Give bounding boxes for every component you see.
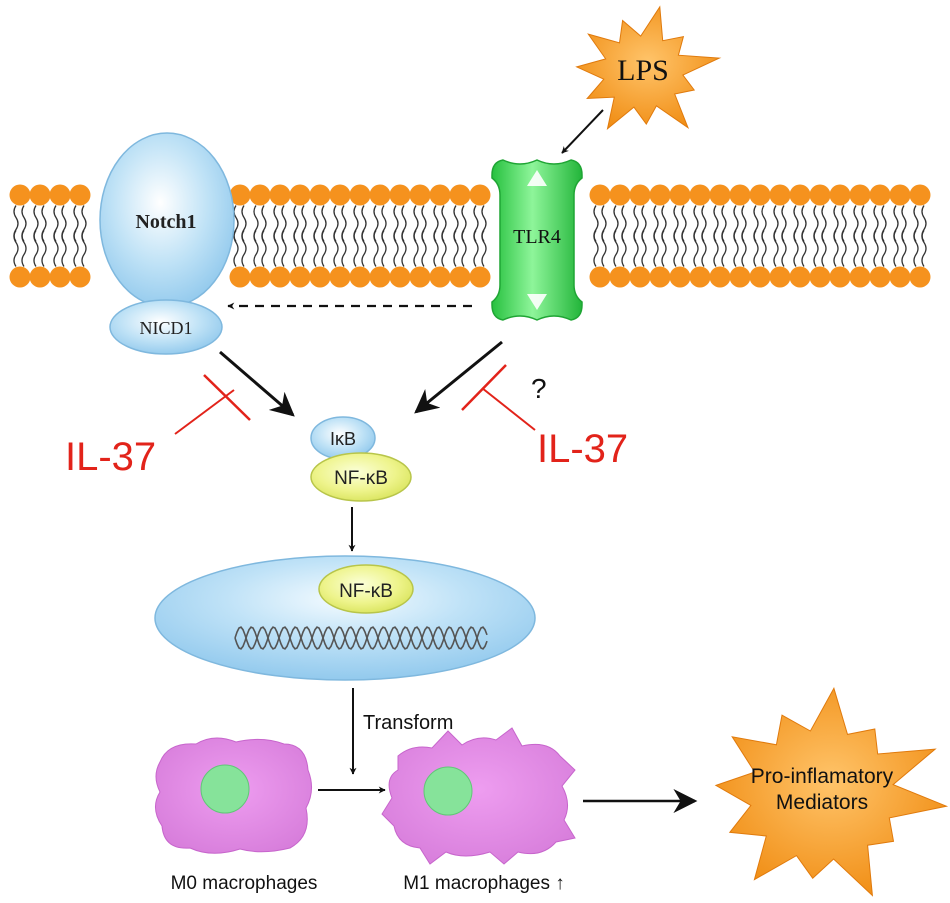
il37-left-label: IL-37 (65, 435, 156, 479)
nfkb-cytoplasm-label: NF-κB (334, 468, 388, 489)
lps-burst: LPS (575, 5, 722, 130)
ikb-label: IκB (330, 429, 356, 449)
mediators-label-line2: Mediators (776, 791, 868, 814)
question-mark: ? (531, 373, 547, 404)
nfkb-nucleus-label: NF-κB (339, 581, 393, 602)
m0-label: M0 macrophages (171, 873, 318, 894)
tlr4-receptor: TLR4 (491, 159, 583, 321)
il37-right-label: IL-37 (537, 427, 628, 471)
nucleus: NF-κB (154, 555, 536, 681)
ikb-nfkb-complex: IκB NF-κB (310, 416, 412, 502)
mediators-burst: Pro-inflamatory Mediators (714, 687, 949, 897)
nfkb-nuclear-protein (318, 564, 414, 614)
m0-nucleus (200, 764, 250, 814)
cell-membrane (9, 184, 931, 288)
il37-inhibitor-right: IL-37 ? (461, 364, 628, 471)
il37-inhibitor-left: IL-37 (65, 374, 251, 479)
nicd1-to-nfkb-arrow (219, 350, 295, 417)
tlr4-to-nfkb-arrow (414, 340, 503, 414)
mediators-label-line1: Pro-inflamatory (751, 765, 894, 788)
m0-macrophage: M0 macrophages (155, 737, 318, 894)
m1-macrophage: M1 macrophages ↑ (381, 727, 576, 894)
nicd1-label: NICD1 (140, 318, 193, 338)
dna-helix (234, 626, 488, 650)
nicd1-protein: NICD1 (109, 299, 223, 355)
transform-label: Transform (363, 712, 453, 734)
tlr4-label: TLR4 (513, 226, 561, 248)
lps-label: LPS (617, 54, 669, 87)
m1-nucleus (423, 766, 473, 816)
lps-to-tlr4-arrow (561, 109, 604, 154)
notch1-receptor: Notch1 (99, 132, 235, 308)
m1-label: M1 macrophages ↑ (403, 873, 565, 894)
notch1-label: Notch1 (135, 211, 196, 233)
